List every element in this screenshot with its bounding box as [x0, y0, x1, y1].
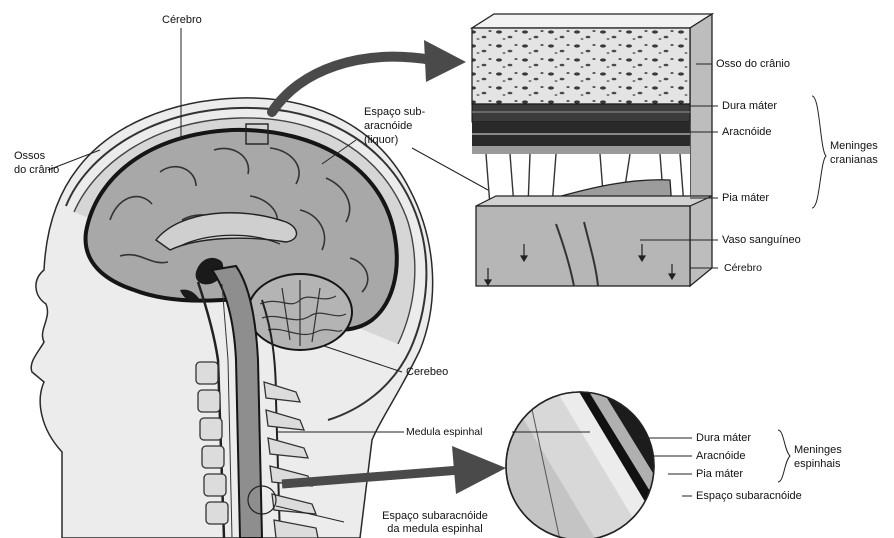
label-meninges-cranianas-1: Meninges	[830, 140, 878, 153]
label-medula: Medula espinhal	[406, 426, 482, 439]
label-aracnoide: Aracnóide	[722, 126, 772, 139]
label-espaco-2: aracnóide	[364, 120, 412, 133]
label-ossos-1: Ossos	[14, 150, 45, 163]
cranial-meninges-block	[472, 14, 712, 286]
label-espaco-medula-2: da medula espinhal	[350, 523, 520, 536]
label-espaco-3: (liquor)	[364, 134, 398, 147]
label-meninges-espinhais-2: espinhais	[794, 458, 840, 471]
label-cerebro-block: Cérebro	[724, 262, 762, 275]
label-osso-cranio: Osso do crânio	[716, 58, 790, 71]
label-espaco-1: Espaço sub-	[364, 106, 425, 119]
cerebellum	[248, 274, 352, 350]
label-pia-mater: Pia máter	[722, 192, 769, 205]
label-dura-mater: Dura máter	[722, 100, 777, 113]
label-espaco-medula-1: Espaço subaracnóide	[350, 510, 520, 523]
label-pia-mater-spinal: Pia máter	[696, 468, 743, 481]
label-meninges-cranianas-2: cranianas	[830, 154, 878, 167]
label-vaso-sanguineo: Vaso sanguíneo	[722, 234, 801, 247]
label-espaco-subaracnoide-spinal: Espaço subaracnóide	[696, 490, 802, 503]
label-meninges-espinhais-1: Meninges	[794, 444, 842, 457]
label-dura-mater-spinal: Dura máter	[696, 432, 751, 445]
spinal-meninges-circle	[506, 390, 760, 538]
label-ossos-2: do crânio	[14, 164, 59, 177]
label-cerebro-top: Cérebro	[162, 14, 202, 27]
label-aracnoide-spinal: Aracnóide	[696, 450, 746, 463]
label-cerebelo: Cerebeo	[406, 366, 448, 379]
